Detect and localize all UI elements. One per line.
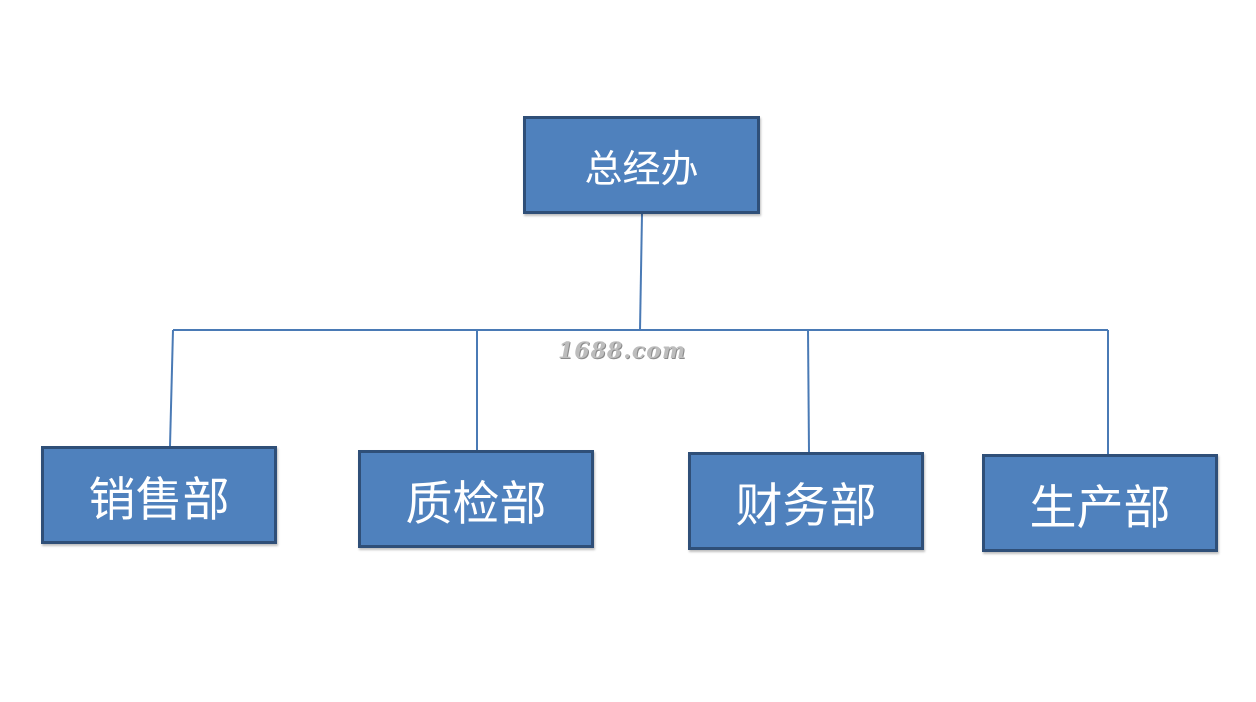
node-finance-dept: 财务部 bbox=[688, 452, 924, 550]
node-general-office-label: 总经办 bbox=[584, 146, 699, 191]
node-production-dept: 生产部 bbox=[982, 454, 1218, 552]
node-production-dept-label: 生产部 bbox=[1029, 480, 1171, 536]
node-qc-dept: 质检部 bbox=[358, 450, 594, 548]
node-sales-dept-label: 销售部 bbox=[88, 472, 230, 528]
node-qc-dept-label: 质检部 bbox=[405, 476, 547, 532]
branch-line-sales bbox=[169, 329, 174, 447]
node-general-office: 总经办 bbox=[523, 116, 760, 214]
node-finance-dept-label: 财务部 bbox=[735, 478, 877, 534]
branch-line-finance bbox=[807, 329, 810, 453]
root-stem-line bbox=[639, 213, 643, 331]
watermark: 1688.com bbox=[558, 338, 687, 364]
node-sales-dept: 销售部 bbox=[41, 446, 277, 544]
